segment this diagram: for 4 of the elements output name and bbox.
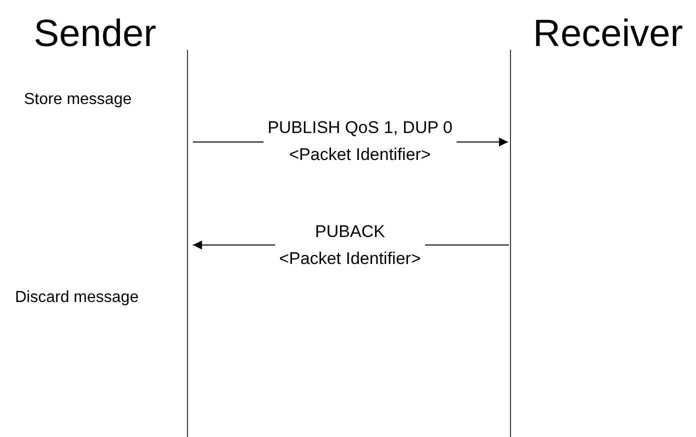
lifeline-heading: Receiver xyxy=(532,12,684,56)
step-note: Discard message xyxy=(15,288,139,308)
lifeline-heading: Sender xyxy=(32,12,158,56)
step-note: Store message xyxy=(24,90,132,110)
